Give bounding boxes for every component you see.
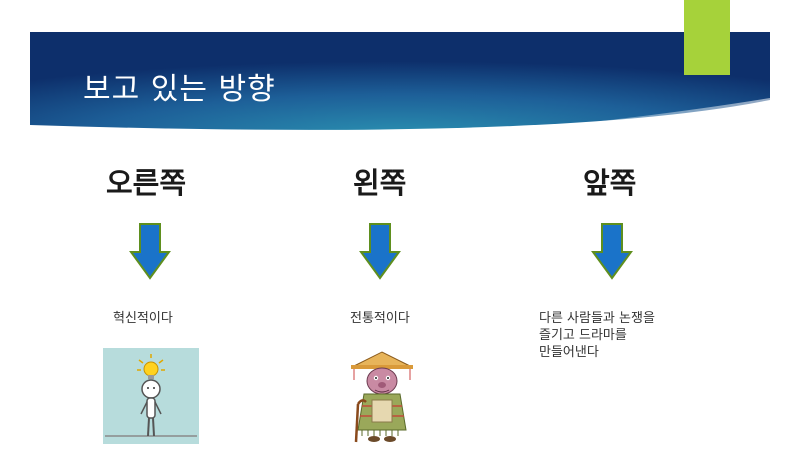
description-right: 혁신적이다	[113, 310, 173, 327]
elderly-traveler-cartoon-icon	[351, 351, 413, 443]
down-arrow-icon	[129, 223, 171, 280]
heading-front: 앞쪽	[583, 166, 637, 200]
heading-left: 왼쪽	[353, 166, 407, 200]
description-left: 전통적이다	[350, 310, 410, 327]
title-banner	[30, 32, 770, 134]
slide-title: 보고 있는 방향	[83, 72, 276, 107]
lightbulb-idea-figure-icon	[103, 348, 199, 444]
description-line: 즐기고 드라마를	[539, 328, 627, 343]
down-arrow-icon	[591, 223, 633, 280]
description-line: 만들어낸다	[539, 345, 599, 360]
description-line: 혁신적이다	[113, 311, 173, 326]
down-arrow-icon	[359, 223, 401, 280]
heading-right: 오른쪽	[106, 166, 187, 200]
description-front: 다른 사람들과 논쟁을 즐기고 드라마를 만들어낸다	[539, 310, 655, 361]
description-line: 전통적이다	[350, 311, 410, 326]
accent-tab	[684, 0, 730, 75]
description-line: 다른 사람들과 논쟁을	[539, 311, 655, 326]
